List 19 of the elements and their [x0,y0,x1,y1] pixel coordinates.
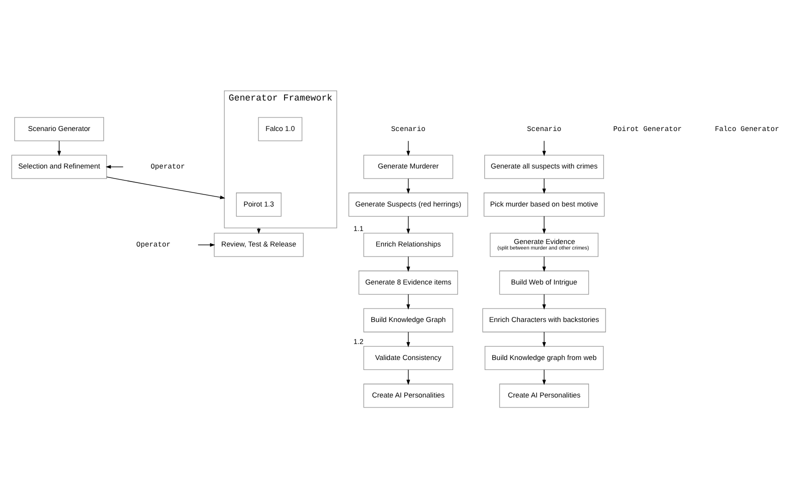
arrow [106,164,124,168]
arrow [406,294,410,310]
arrow [106,176,226,199]
arrow [406,256,410,272]
arrow [256,227,261,234]
arrow [542,368,546,384]
arrow [542,178,546,194]
arrow [542,215,546,234]
arrow [542,294,546,310]
arrow [406,140,410,156]
arrow [542,331,546,347]
arrow [406,331,410,347]
arrow [198,242,216,246]
arrow [406,215,410,234]
arrow [57,140,61,156]
arrow [406,368,410,384]
arrow [542,256,546,272]
arrow [542,140,546,156]
arrow [406,178,410,194]
